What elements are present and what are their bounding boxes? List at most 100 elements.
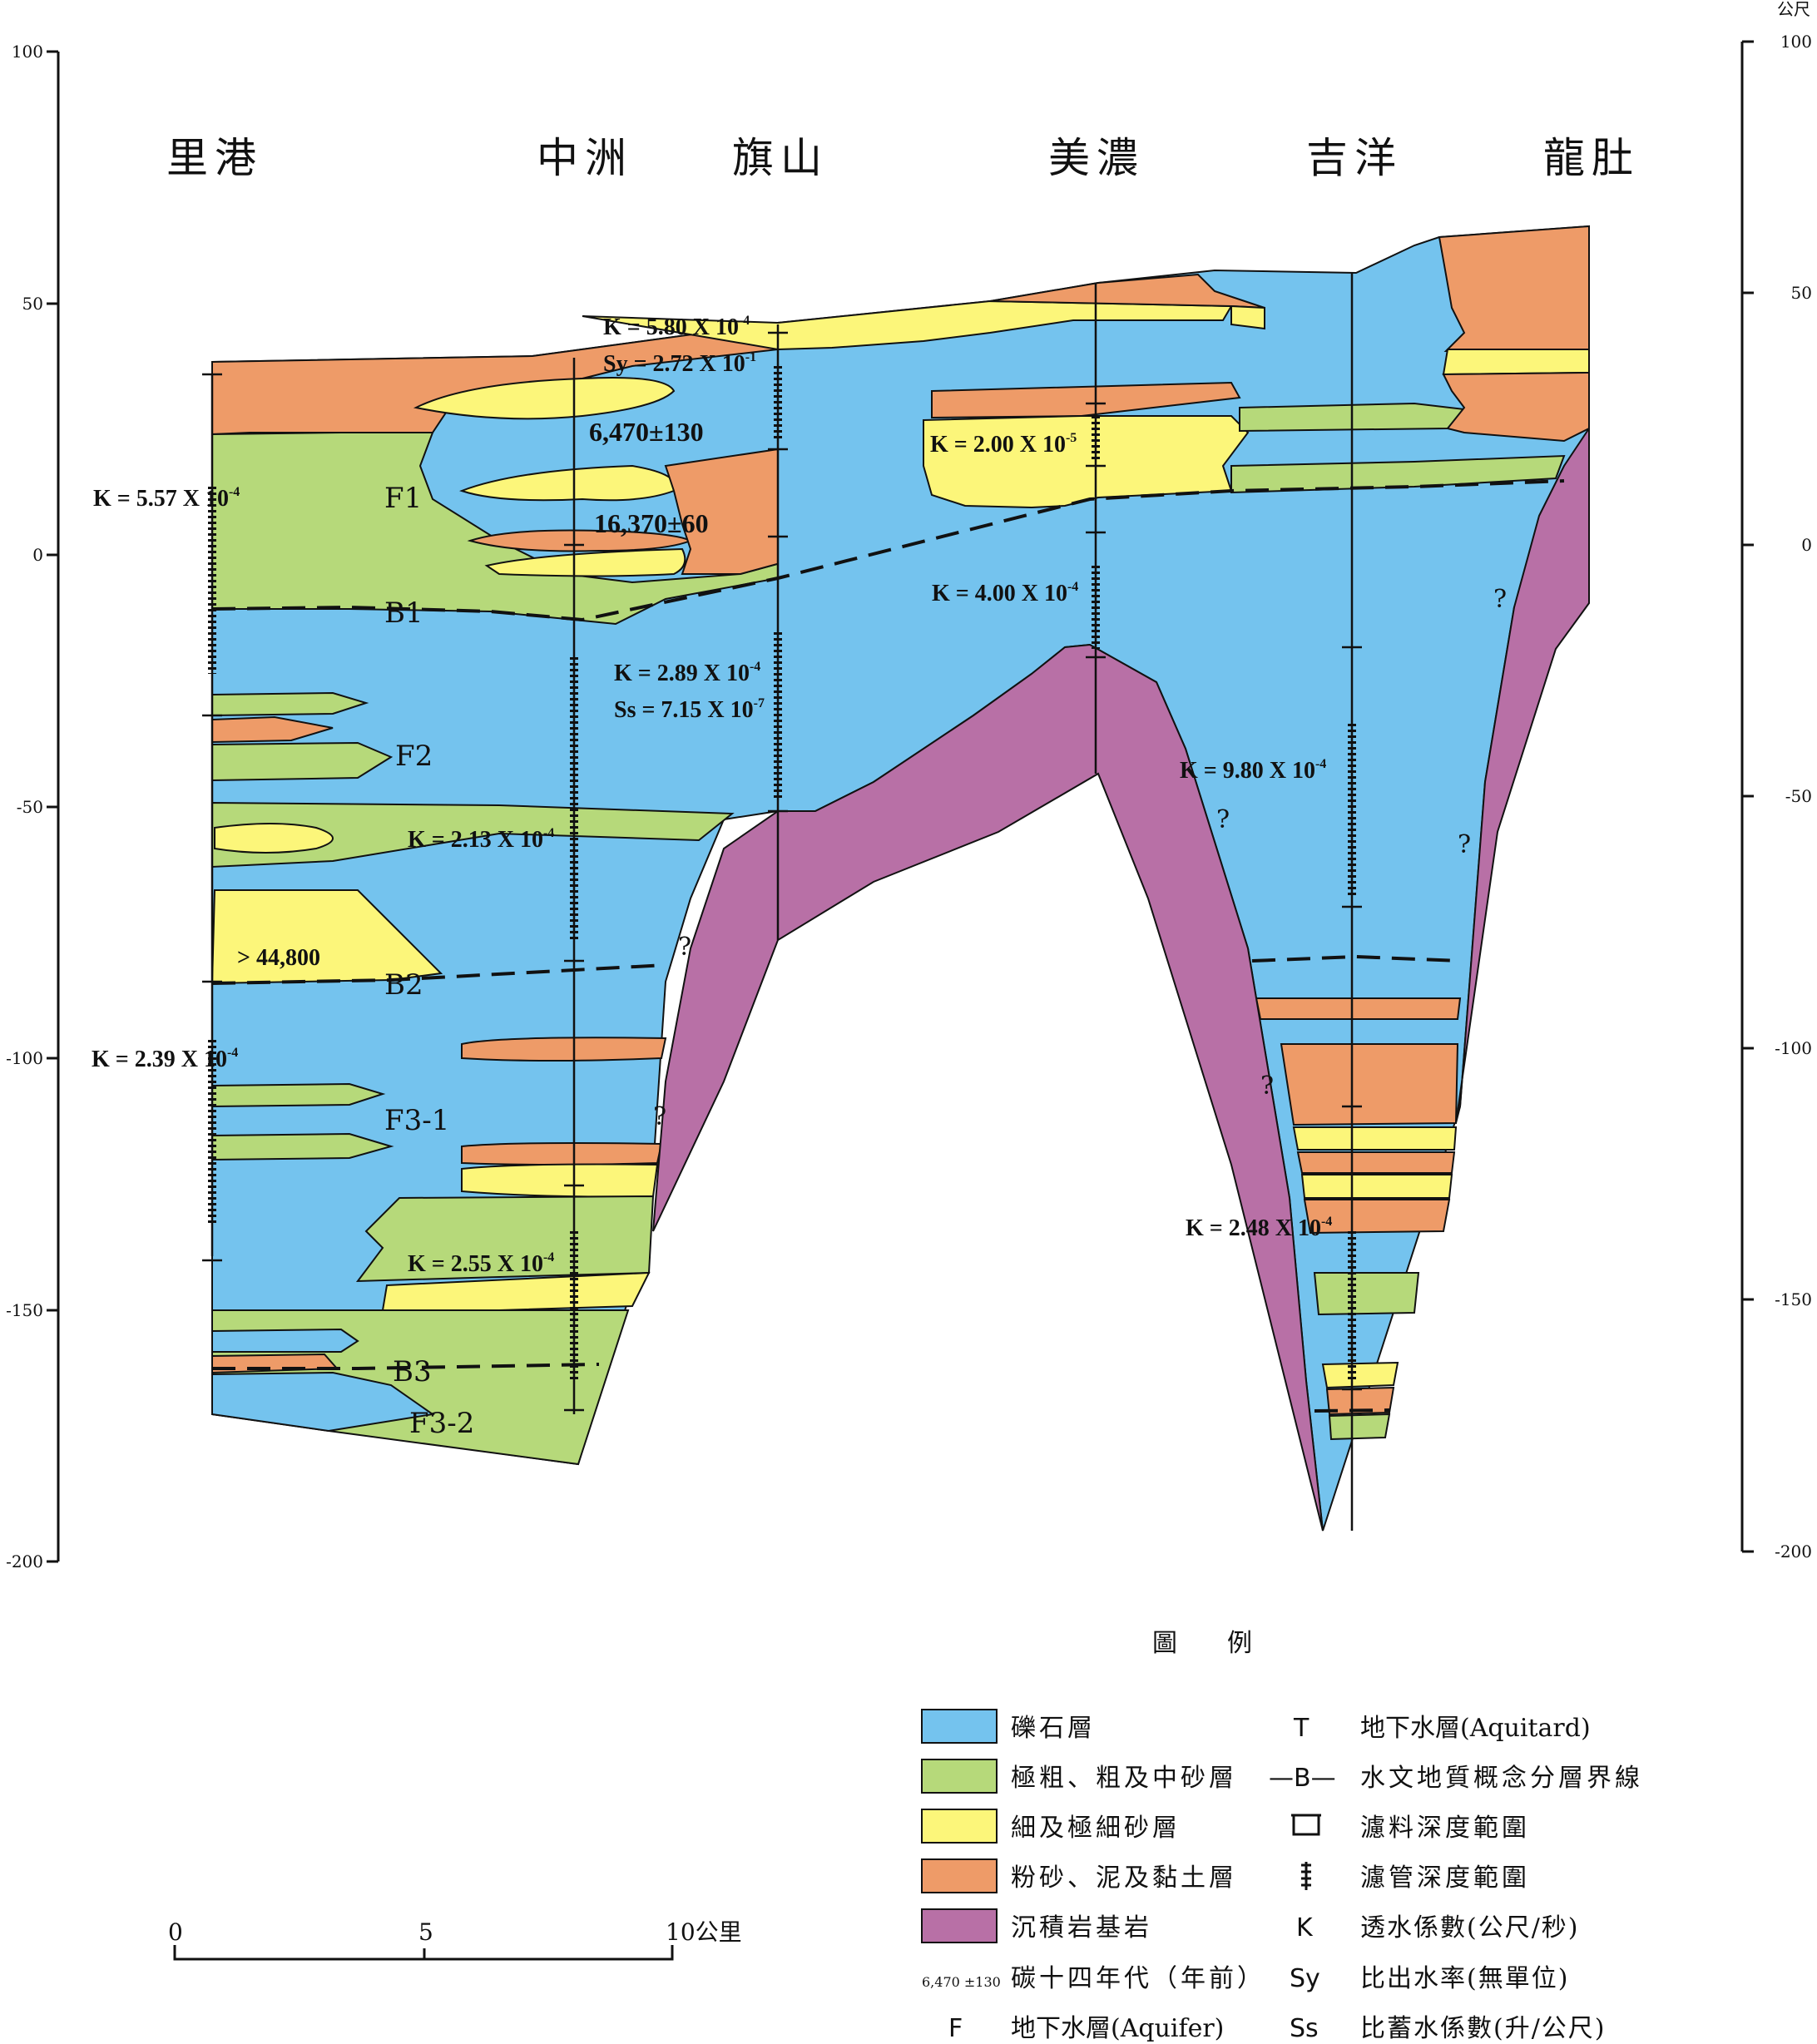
age-zhongzhou-1: 6,470±130 xyxy=(589,417,704,447)
jiyang-coarse-1 xyxy=(1313,1272,1420,1316)
right-axis-labels: 公尺 100 50 0 -50 -100 -150 -200 xyxy=(1775,0,1812,1561)
jiyang-fine-1 xyxy=(1292,1126,1458,1151)
question-6: ? xyxy=(1458,830,1471,859)
legend-label-coarse: 極粗、粗及中砂層 xyxy=(1011,1764,1237,1793)
f3-fine-2 xyxy=(381,1271,651,1311)
legend-swatch-silt xyxy=(921,1858,998,1893)
legend-swatch-gravel xyxy=(921,1709,998,1744)
question-5: ? xyxy=(1493,585,1507,614)
legend-label-screen: 濾管深度範圍 xyxy=(1360,1863,1530,1893)
left-axis-labels: 100 50 0 -50 -100 -150 -200 xyxy=(6,42,43,1571)
f1-fine-lens-1 xyxy=(413,377,676,420)
age-zhongzhou-2: 16,370±60 xyxy=(594,508,709,538)
right-tick-m200: -200 xyxy=(1775,1542,1812,1561)
place-jiyang: 吉洋 xyxy=(1306,134,1403,182)
jiyang-silt-1 xyxy=(1255,997,1462,1020)
legend: 圖 例 礫石層 極粗、粗及中砂層 細及極細砂層 粉砂、泥及黏土層 沉積岩基岩 6… xyxy=(921,1629,1643,2043)
legend-label-k: 透水係數(公尺/秒) xyxy=(1360,1913,1580,1943)
legend-swatch-coarse xyxy=(921,1759,998,1794)
k-jiyang-2: K = 2.48 X 10-4 xyxy=(1186,1215,1332,1241)
legend-label-boundary: 水文地質概念分層界線 xyxy=(1360,1764,1643,1793)
f3-coarse-3 xyxy=(355,1195,655,1283)
uncertainty-marks: ? ? ? ? ? ? xyxy=(653,585,1507,1131)
jiyang-fine-2 xyxy=(1300,1174,1453,1199)
jiyang-fine-3 xyxy=(1321,1361,1399,1389)
label-b3: B3 xyxy=(393,1355,432,1388)
legend-label-fine: 細及極細砂層 xyxy=(1011,1814,1181,1843)
place-zhongzhou: 中洲 xyxy=(537,134,633,182)
legend-swatch-fine xyxy=(921,1809,998,1844)
legend-label-sy: 比出水率(無單位) xyxy=(1360,1964,1569,1993)
f3-coarse-1 xyxy=(211,1082,386,1108)
question-1: ? xyxy=(678,933,691,962)
scale-10: 10公里 xyxy=(666,1918,742,1946)
well-screens xyxy=(202,331,1362,1412)
silt-meinong-band xyxy=(931,381,1241,419)
f32-gravel-1 xyxy=(211,1328,359,1353)
label-f3-2: F3-2 xyxy=(409,1407,474,1440)
bedrock-longdu xyxy=(1455,425,1590,1124)
layer-labels: F1 B1 F2 B2 F3-1 B3 F3-2 xyxy=(384,482,474,1440)
legend-label-filter: 濾料深度範圍 xyxy=(1360,1814,1530,1843)
right-tick-m150: -150 xyxy=(1775,1289,1812,1309)
legend-label-silt: 粉砂、泥及黏土層 xyxy=(1011,1863,1237,1893)
left-tick-m100: -100 xyxy=(6,1048,43,1068)
scale-5: 5 xyxy=(418,1918,433,1946)
k-zhongzhou-2: K = 2.55 X 10-4 xyxy=(408,1250,554,1277)
right-tick-50: 50 xyxy=(1791,283,1812,303)
question-4: ? xyxy=(1260,1071,1274,1101)
f2-fine-lens xyxy=(214,823,334,854)
section-right-block xyxy=(582,225,1590,1532)
place-ligang: 里港 xyxy=(166,134,263,182)
f2-coarse-3 xyxy=(211,801,735,869)
silt-longdu-top xyxy=(1438,225,1590,353)
label-f1: F1 xyxy=(384,482,422,515)
left-tick-50: 50 xyxy=(22,294,43,314)
b3-line xyxy=(212,1363,600,1370)
question-3: ? xyxy=(1216,805,1230,834)
left-axis xyxy=(47,50,60,1563)
left-tick-m150: -150 xyxy=(6,1300,43,1320)
place-meinong: 美濃 xyxy=(1048,134,1145,182)
place-qishan: 旗山 xyxy=(732,134,829,182)
k-ligang-mid: K = 2.39 X 10-4 xyxy=(92,1046,238,1072)
label-f2: F2 xyxy=(395,740,433,773)
sy-qishan: Sy = 2.72 X 10-1 xyxy=(603,350,756,377)
k-meinong-1: K = 2.00 X 10-5 xyxy=(930,431,1077,458)
legend-symbol-filter xyxy=(1291,1814,1321,1836)
legend-swatch-bedrock xyxy=(921,1908,998,1943)
jiyang-coarse-2 xyxy=(1328,1413,1391,1441)
f3-silt-1 xyxy=(461,1037,667,1062)
label-f3-1: F3-1 xyxy=(384,1104,449,1137)
right-axis xyxy=(1740,40,1754,1553)
legend-symbol-t: T xyxy=(1293,1714,1310,1743)
k-zhongzhou-1: K = 2.13 X 10-4 xyxy=(408,826,554,853)
k-jiyang-1: K = 9.80 X 10-4 xyxy=(1180,757,1326,784)
right-tick-0: 0 xyxy=(1801,535,1812,555)
question-2: ? xyxy=(653,1102,666,1131)
f3-silt-2 xyxy=(461,1142,663,1166)
f32-gravel-2 xyxy=(211,1371,435,1433)
legend-symbol-sy: Sy xyxy=(1290,1964,1320,1993)
f3-fine-1 xyxy=(461,1163,659,1198)
left-tick-100: 100 xyxy=(12,42,43,62)
silt-longdu-lower xyxy=(1442,371,1590,443)
right-unit-label: 公尺 xyxy=(1777,0,1810,19)
age-ligang: > 44,800 xyxy=(237,945,320,971)
legend-symbol-ss: Ss xyxy=(1290,2014,1319,2043)
place-names: 里港 中洲 旗山 美濃 吉洋 龍肚 xyxy=(166,134,1633,182)
legend-symbol-c14: 6,470 ±130 xyxy=(922,1974,1001,1990)
left-tick-0: 0 xyxy=(32,545,43,565)
right-tick-100: 100 xyxy=(1780,32,1812,52)
fine-top-jiyang xyxy=(1230,304,1265,330)
legend-label-aquitard: 地下水層(Aquitard) xyxy=(1360,1714,1591,1743)
legend-label-aquifer: 地下水層(Aquifer) xyxy=(1011,2014,1224,2043)
k-ligang-top: K = 5.57 X 10-4 xyxy=(93,485,240,512)
legend-symbol-f: F xyxy=(948,2014,963,2043)
right-tick-m100: -100 xyxy=(1775,1038,1812,1058)
scale-bar: 0 5 10公里 xyxy=(168,1918,742,1961)
legend-label-gravel: 礫石層 xyxy=(1011,1714,1096,1743)
ss-qishan: Ss = 7.15 X 10-7 xyxy=(614,696,765,723)
left-tick-m200: -200 xyxy=(6,1552,43,1571)
